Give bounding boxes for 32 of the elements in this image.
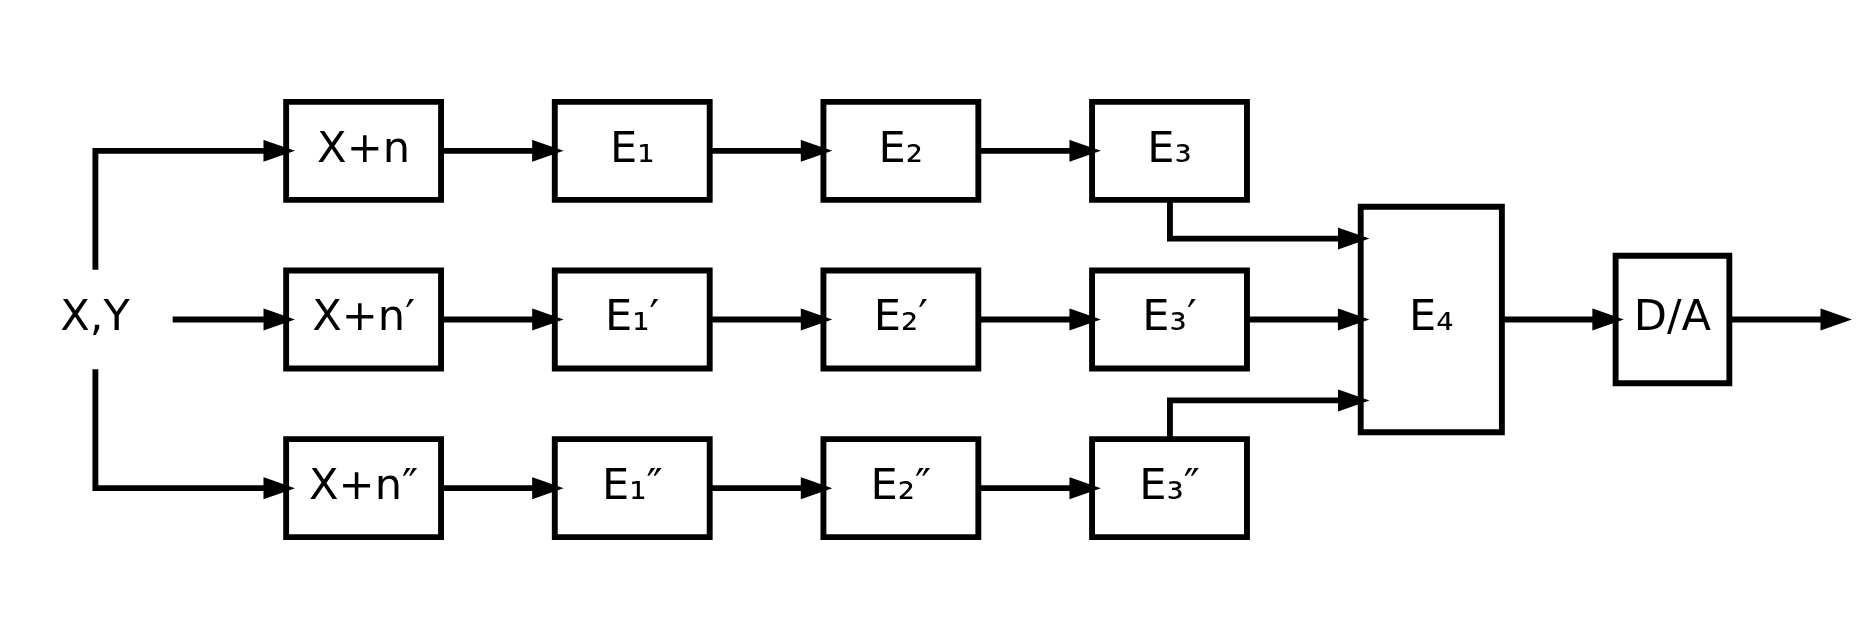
- arrow: [1729, 308, 1852, 331]
- node-box: E₃: [1089, 98, 1250, 203]
- arrow: [92, 139, 295, 270]
- arrow: [441, 139, 564, 162]
- node-box: X+n″: [283, 436, 444, 541]
- arrow: [441, 477, 564, 500]
- arrow: [709, 308, 833, 331]
- arrow: [1167, 200, 1370, 250]
- arrow: [709, 139, 833, 162]
- node-box: D/A: [1612, 252, 1733, 387]
- arrow: [1502, 308, 1624, 331]
- node-box: X+n′: [283, 267, 444, 372]
- arrow: [1167, 389, 1370, 439]
- node-box: X+n: [283, 98, 444, 203]
- node-box: E₂: [820, 98, 982, 203]
- node-box: E₁′: [551, 267, 713, 372]
- node-box: E₃″: [1089, 436, 1250, 541]
- arrow: [978, 308, 1101, 331]
- arrow: [441, 308, 564, 331]
- arrow: [978, 477, 1101, 500]
- node-box: E₁: [551, 98, 713, 203]
- arrow: [92, 369, 295, 500]
- arrow: [172, 308, 295, 331]
- node-box: E₂″: [820, 436, 982, 541]
- arrow: [978, 139, 1101, 162]
- node-box: E₄: [1357, 203, 1505, 436]
- node-text: X,Y: [60, 290, 130, 341]
- arrow: [1247, 308, 1370, 331]
- node-box: E₂′: [820, 267, 982, 372]
- node-box: E₁″: [551, 436, 713, 541]
- node-box: E₃′: [1089, 267, 1250, 372]
- arrow: [709, 477, 833, 500]
